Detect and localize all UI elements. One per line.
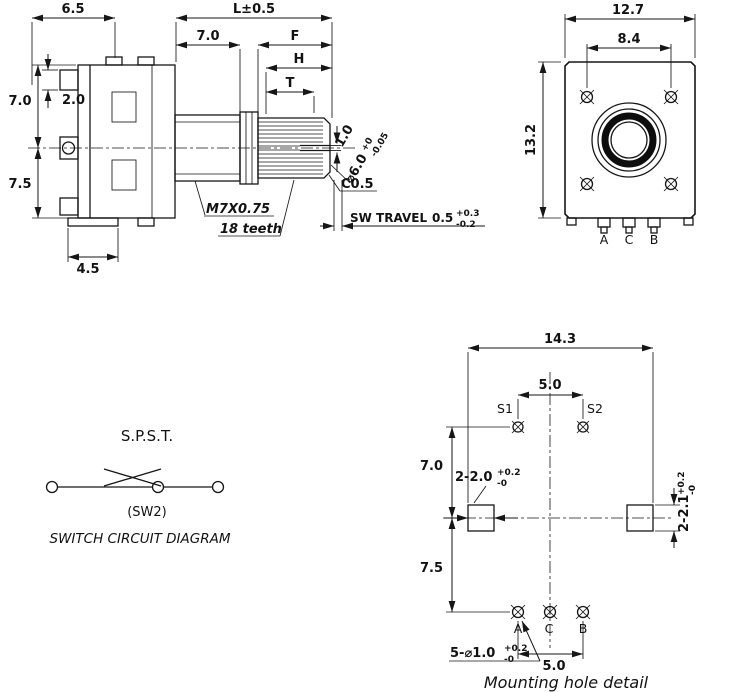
circuit-terminal-middle [151,480,165,494]
front-view-dimensions: 12.7 8.4 13.2 [524,3,696,219]
front-view: A C B 12.7 8.4 13.2 [524,3,696,247]
circuit-type-label: S.P.S.T. [121,427,173,445]
body-detail-upper [111,91,137,123]
dim-bushing-length: 7.0 [196,29,219,44]
side-view-dimensions: 6.5 L±0.5 7.0 F H T 7.0 7.5 2.0 4.5 [8,2,485,277]
side-view-body [59,56,176,227]
dim-switch-span: 5.0 [538,378,561,393]
corner-holes [579,89,679,192]
slot-width-tol-dn: -0 [497,479,507,489]
circuit-name-label: (SW2) [127,505,167,520]
body-detail-lower [111,159,137,191]
svg-text:+0.2: +0.2 [677,472,687,495]
front-terminal-b: B [650,232,659,247]
side-tab-bottom [59,197,79,216]
dim-tab: 2.0 [62,93,85,108]
dim-h: H [294,52,305,67]
hole-tol-up: +0.2 [504,644,527,654]
bottom-foot [67,217,119,227]
dim-terminal-span: 5.0 [542,659,565,674]
circuit-terminal-right [211,480,225,494]
switch-circuit-diagram: S.P.S.T. (SW2) SWITCH CIRCUIT DIAGRAM [45,427,231,547]
mounting-slot-right [626,504,654,532]
dim-body-upper: 7.0 [8,94,31,109]
chamfer-label: C0.5 [341,177,374,192]
terminal-holes: A C B [510,604,591,636]
dim-hole-span: 8.4 [617,32,640,47]
front-body-outline [564,61,696,219]
knurled-shaft-outline [257,117,331,179]
s1-label: S1 [497,401,513,416]
sw-travel-label: SW TRAVEL [350,211,427,225]
svg-text:2-2.1: 2-2.1 [677,495,692,532]
dim-pin-width: 6.5 [61,2,84,17]
slot-height-label: 2-2.1 +0.2 -0 [677,472,698,532]
front-terminal-a: A [600,232,609,247]
mounting-hole-detail: 14.3 S1 S2 5.0 7.0 7.5 2-2.0 +0.2 -0 [420,332,698,692]
dim-t: T [286,76,295,91]
pivot-hole [61,141,76,155]
knurl-teeth [258,121,323,175]
shaft-front [591,102,667,178]
mounting-caption: Mounting hole detail [484,673,649,692]
hole-count-label: 5-⌀1.0 [450,646,495,661]
thread-label: M7X0.75 [206,202,270,217]
front-terminals: A C B [566,217,694,247]
sw-travel-tol-dn: -0.2 [456,220,476,230]
slot-width-tol-up: +0.2 [497,468,520,478]
side-tab-top [59,69,79,91]
dim-body-lower: 7.5 [8,177,31,192]
side-view-shaft [174,111,343,231]
dim-front-width: 12.7 [612,3,644,18]
sw-travel-value: 0.5 [432,211,453,225]
bottom-tab-right [137,217,155,227]
side-tab-middle [59,136,79,160]
dim-f: F [291,29,300,44]
dim-shaft-length: L±0.5 [233,2,275,17]
front-terminal-c: C [625,232,634,247]
svg-text:-0: -0 [688,485,698,495]
shaft-ring [601,112,657,168]
dim-foot: 4.5 [76,262,99,277]
dim-mounting-width: 14.3 [544,332,576,347]
dim-front-height: 13.2 [524,124,539,156]
teeth-label: 18 teeth [220,222,282,237]
slot-width-label: 2-2.0 [455,470,492,485]
sw-travel-tol-up: +0.3 [456,209,479,219]
hole-tol-dn: -0 [504,655,514,665]
top-tab-left [105,56,123,66]
circuit-caption: SWITCH CIRCUIT DIAGRAM [50,531,231,547]
switch-pads: S1 S2 [497,401,603,434]
encoder-body-outline [77,64,176,219]
dim-mounting-upper: 7.0 [420,459,443,474]
mounting-terminal-c: C [545,621,554,636]
switch-blade-2 [103,468,162,487]
side-view: 6.5 L±0.5 7.0 F H T 7.0 7.5 2.0 4.5 [8,2,485,277]
circuit-terminal-left [45,480,59,494]
top-tab-right [137,56,155,66]
dim-mounting-lower: 7.5 [420,561,443,576]
s2-label: S2 [587,401,603,416]
